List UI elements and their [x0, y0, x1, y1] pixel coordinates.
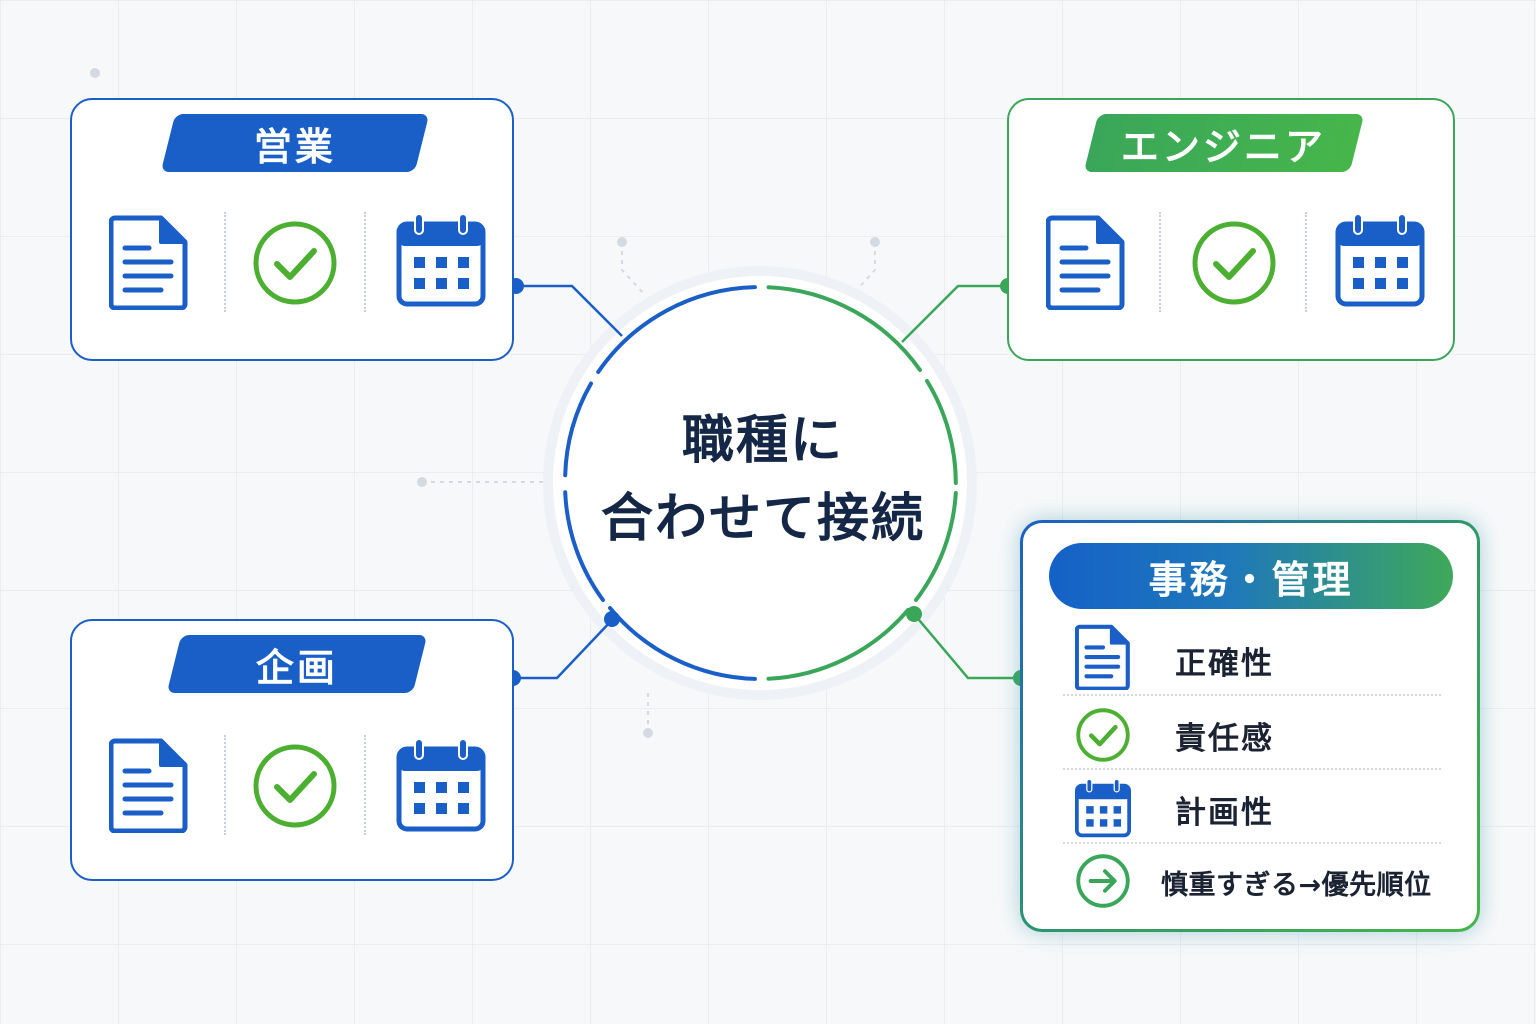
- divider: [224, 735, 226, 835]
- check-circle-icon: [1076, 708, 1130, 762]
- arrow-circle-icon: [1076, 854, 1130, 908]
- check-circle-icon: [253, 744, 337, 828]
- engineer-card[interactable]: エンジニア: [1007, 98, 1455, 361]
- calendar-icon: [396, 213, 486, 307]
- divider: [364, 212, 366, 312]
- calendar-icon: [1075, 778, 1131, 838]
- hub-title-line2: 合わせて接続: [600, 489, 925, 549]
- divider: [364, 735, 366, 835]
- admin-item-planning: 計画性: [1175, 795, 1274, 831]
- planning-title-tag: 企画: [166, 635, 428, 693]
- sales-title: 営業: [253, 124, 336, 169]
- document-icon: [1075, 624, 1130, 690]
- row-divider: [1063, 768, 1441, 770]
- divider: [1305, 212, 1307, 312]
- engineer-title: エンジニア: [1121, 124, 1327, 169]
- calendar-icon: [1335, 213, 1425, 307]
- sales-title-tag: 営業: [160, 114, 430, 172]
- hub-title: 職種に 合わせて接続: [582, 402, 944, 558]
- document-icon: [1046, 215, 1125, 310]
- divider: [1159, 212, 1161, 312]
- admin-item-responsibility: 責任感: [1175, 721, 1274, 757]
- hub-title-line1: 職種に: [681, 411, 844, 471]
- planning-title: 企画: [255, 645, 338, 690]
- document-icon: [109, 738, 188, 833]
- admin-title: 事務・管理: [1148, 557, 1354, 602]
- row-divider: [1063, 694, 1441, 696]
- row-divider: [1063, 842, 1441, 844]
- calendar-icon: [396, 738, 486, 832]
- document-icon: [109, 215, 188, 310]
- engineer-title-tag: エンジニア: [1083, 114, 1365, 172]
- admin-item-caution: 慎重すぎる→優先順位: [1161, 870, 1432, 901]
- admin-card[interactable]: 事務・管理 正確性 責任感: [1020, 520, 1480, 932]
- admin-item-accuracy: 正確性: [1175, 646, 1274, 682]
- check-circle-icon: [253, 221, 337, 305]
- sales-card[interactable]: 営業: [70, 98, 514, 361]
- planning-card[interactable]: 企画: [70, 619, 514, 881]
- check-circle-icon: [1192, 221, 1276, 305]
- admin-title-pill: 事務・管理: [1049, 543, 1453, 609]
- divider: [224, 212, 226, 312]
